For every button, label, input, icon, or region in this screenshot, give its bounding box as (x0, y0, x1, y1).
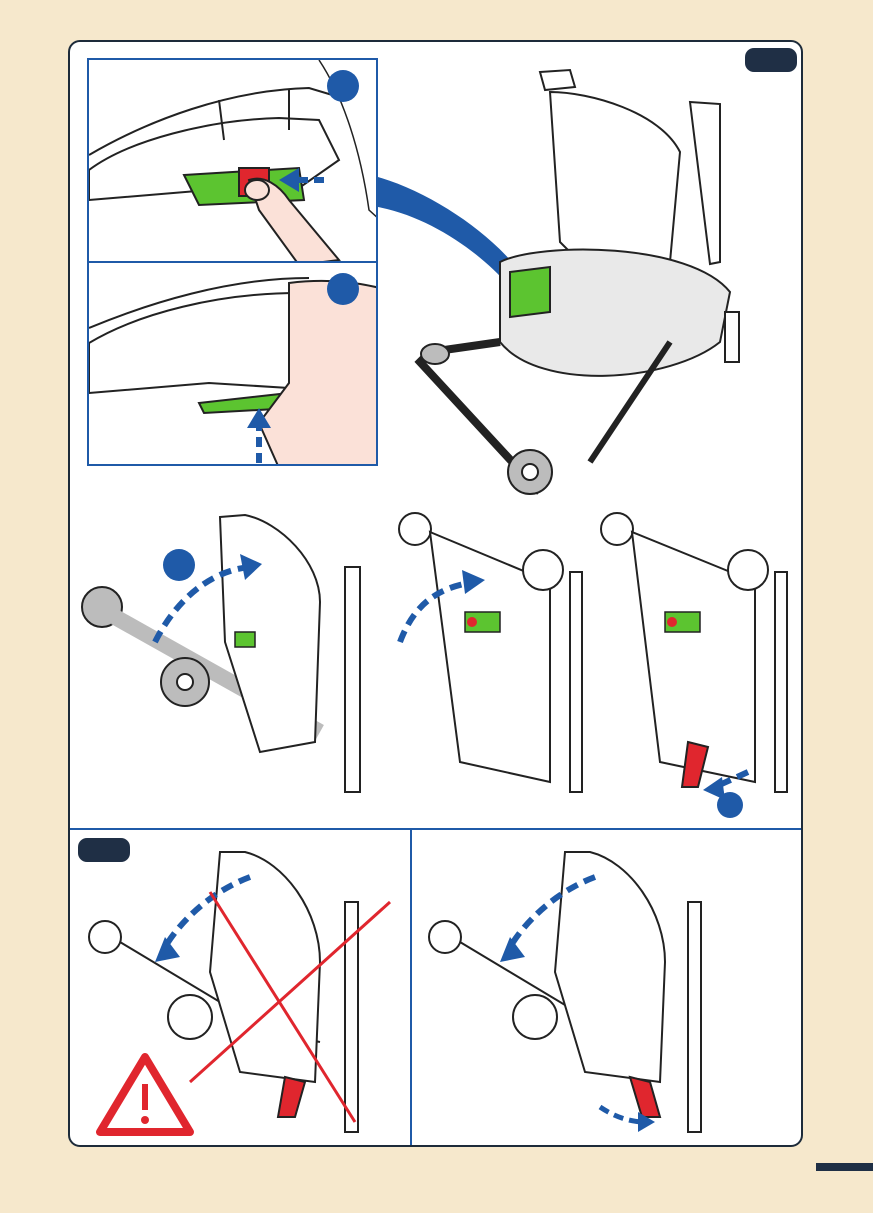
step-badge-3 (163, 549, 195, 581)
step-badge-2 (327, 273, 359, 305)
section-tag-top (745, 48, 797, 72)
step-badge-1 (327, 70, 359, 102)
instruction-page (68, 40, 803, 1147)
fold-step-3 (601, 513, 787, 800)
correct-fold (429, 852, 701, 1132)
fold-step-2 (399, 513, 582, 792)
vertical-divider (410, 828, 412, 1147)
warning-triangle-icon (100, 1057, 190, 1132)
inset-press-button (87, 58, 378, 263)
horizontal-divider (70, 828, 803, 830)
fold-step-1 (82, 515, 360, 792)
page-number-bar (816, 1163, 873, 1171)
incorrect-fold (89, 852, 390, 1132)
step-badge-4 (717, 792, 743, 818)
inset-lift-handle (87, 261, 378, 466)
section-tag-bottom (78, 838, 130, 862)
